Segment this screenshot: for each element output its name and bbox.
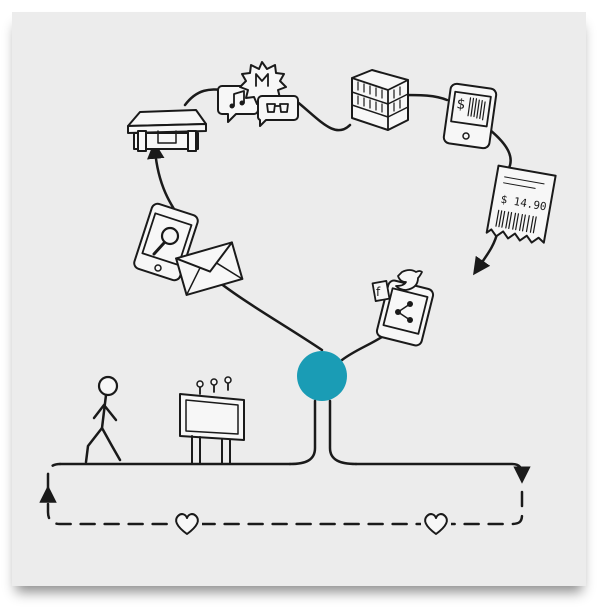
- heart-icon: [421, 513, 451, 536]
- walking-person-icon: [84, 375, 122, 464]
- price-tag-phone-icon: $: [442, 82, 498, 150]
- svg-text:$: $: [455, 96, 466, 113]
- billboard-icon: [179, 376, 245, 465]
- store-shelves-icon: [351, 69, 409, 131]
- journey-track: [39, 462, 531, 526]
- storefront-icon: [127, 109, 207, 152]
- envelope-icon: [175, 241, 244, 296]
- glasses-icon: [256, 95, 299, 127]
- hub-stem: [288, 399, 358, 466]
- svg-text:f: f: [376, 285, 381, 299]
- social-share-phone-icon: f: [371, 269, 435, 347]
- heart-icon: [172, 513, 202, 536]
- receipt-icon: $ 14.90: [485, 164, 557, 244]
- hub-circle: [297, 351, 347, 401]
